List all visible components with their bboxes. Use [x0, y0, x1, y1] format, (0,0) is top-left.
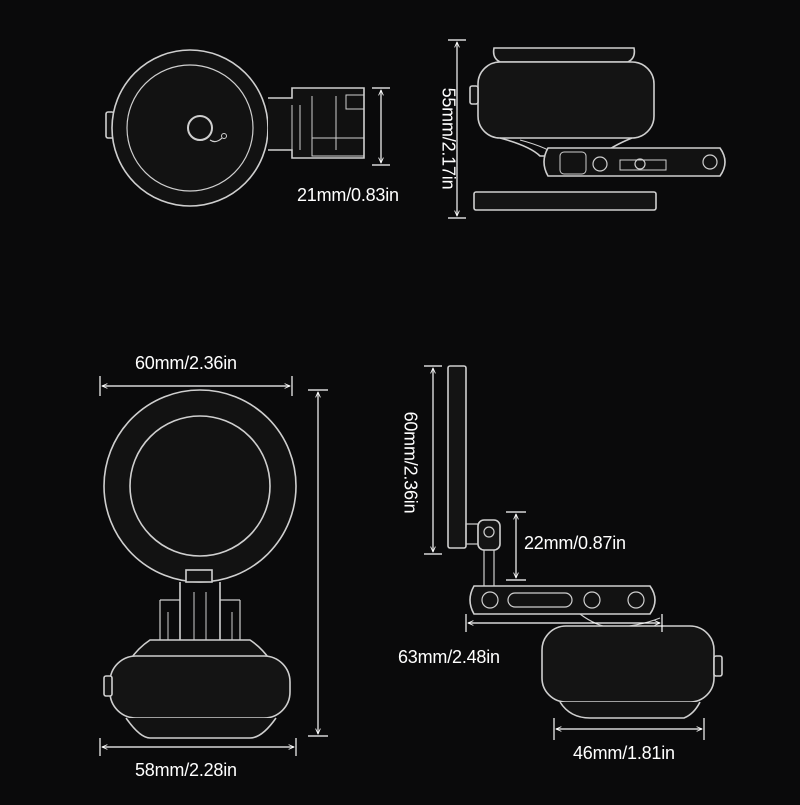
dimension-line-60mm-height: [424, 365, 442, 555]
label-60mm-height: 60mm/2.36in: [400, 411, 421, 514]
dimension-line-46mm: [553, 718, 705, 740]
label-55mm: 55mm/2.17in: [438, 87, 459, 190]
label-22mm: 22mm/0.87in: [524, 533, 626, 553]
dimension-line-55mm: [448, 39, 466, 219]
front-view-drawing: [103, 389, 297, 739]
label-21mm: 21mm/0.83in: [297, 185, 399, 205]
label-58mm: 58mm/2.28in: [135, 760, 237, 780]
label-46mm: 46mm/1.81in: [573, 743, 675, 763]
dimension-line-front-height: [308, 389, 328, 737]
dimension-line-63mm: [465, 614, 663, 632]
label-63mm: 63mm/2.48in: [398, 647, 500, 667]
dimension-line-22mm: [506, 511, 526, 581]
dimension-line-60mm-width: [99, 376, 293, 396]
side-view-drawing: [447, 365, 723, 719]
label-60mm-width: 60mm/2.36in: [135, 353, 237, 373]
top-view-drawing: [105, 49, 365, 207]
top-side-view-drawing: [469, 47, 726, 211]
dimension-line-21mm: [372, 87, 390, 166]
dimension-line-58mm: [99, 738, 297, 756]
